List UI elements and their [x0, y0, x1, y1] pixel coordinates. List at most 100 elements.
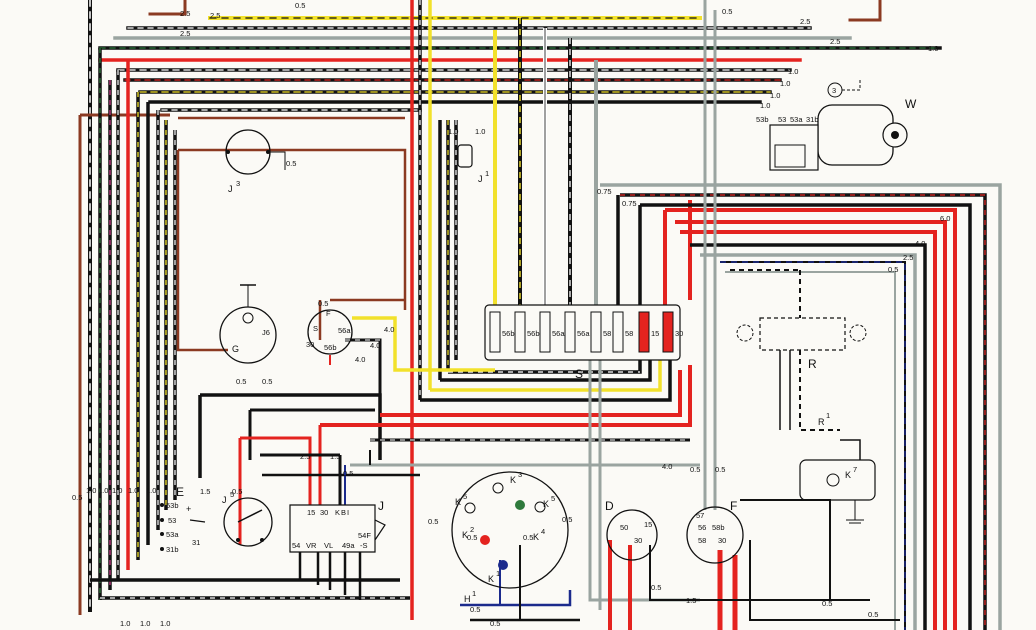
- starter-D-label: D: [605, 499, 614, 513]
- fuse-slot: [590, 311, 602, 353]
- wiper-motor-W: 3 W 53b 53 53a 31b: [756, 78, 917, 171]
- fuse-label: 56b: [502, 329, 515, 338]
- J5-sup: 5: [230, 490, 234, 499]
- J1-sup: 1: [485, 169, 489, 178]
- wire-gauge-label: 1.0: [86, 486, 96, 495]
- D-pin-30: 30: [634, 536, 642, 545]
- J3-sup: 3: [236, 179, 240, 188]
- wire-gauge-label: 0.75: [622, 199, 637, 208]
- wire-gauge-label: 1.0: [98, 486, 108, 495]
- wire-gauge-label: 2.5: [180, 29, 190, 38]
- center-bundle: [410, 0, 458, 620]
- wire-gauge-label: 0.5: [318, 299, 328, 308]
- fuse-slot: [514, 311, 526, 353]
- wiper-label: W: [905, 97, 917, 111]
- E-term-53a: 53a: [166, 530, 179, 539]
- wire-gauge-label: 0.5: [523, 533, 533, 542]
- E-term-31b: 31b: [166, 545, 179, 554]
- relay-term-S: S: [313, 324, 318, 333]
- wire-gauge-label: 0.5: [562, 515, 572, 524]
- J-bottom-pin-1: 54: [292, 541, 300, 550]
- wire-gauge-label: 1.0: [120, 619, 130, 628]
- K4-label: K: [533, 532, 539, 542]
- fuse-slot: [539, 311, 551, 353]
- lower-runs: [198, 350, 900, 630]
- fuse-slot: [564, 311, 576, 353]
- J-bottom-pin-5: -S: [360, 541, 368, 550]
- E-term-53: 53: [168, 516, 176, 525]
- wire-gauge-label: 0.5: [262, 377, 272, 386]
- wire-gauge-label: 4.0: [384, 325, 394, 334]
- relay-J-label: J: [378, 499, 384, 513]
- F-pin-56: 56: [698, 523, 706, 532]
- lamp-K7: K 7: [799, 439, 876, 524]
- wiper-terminal-3: 53a: [790, 115, 803, 124]
- wire-gauge-label: 0.5: [822, 599, 832, 608]
- H1-label: H: [464, 594, 471, 604]
- wire-gauge-label: 0.5: [236, 377, 246, 386]
- wire-gauge-label: 2.5: [830, 37, 840, 46]
- wire-gauge-label: 0.5: [651, 583, 661, 592]
- wire-gauge-label: 1.0: [448, 127, 458, 136]
- fuse-label: 15: [651, 329, 659, 338]
- F-pin-30: 30: [718, 536, 726, 545]
- switch-F-label: F: [730, 499, 737, 513]
- J6-label: J6: [262, 328, 270, 337]
- relay-R: R R 1: [730, 269, 867, 431]
- lamp-cluster: K 5 K 3 K 5 K 2 K 4 K 1 H 1: [451, 470, 569, 604]
- wire-gauge-label: 4.0: [915, 239, 925, 248]
- wire-gauge-label: 4.0: [355, 355, 365, 364]
- fuse-slot: [638, 311, 650, 353]
- wire-gauge-label: 0.5: [428, 517, 438, 526]
- wire-gauge-label: 6.0: [940, 214, 950, 223]
- wire-gauge-label: 1.0: [760, 101, 770, 110]
- F-pin-58: 58: [698, 536, 706, 545]
- D-pin-15: 15: [644, 520, 652, 529]
- relay-term-F: F: [326, 309, 331, 318]
- J5-label: J: [222, 495, 227, 505]
- relay-term-56a: 56a: [338, 326, 351, 335]
- wire-gauge-label: 0.5: [232, 487, 242, 496]
- wire-gauge-label: 1.0: [928, 44, 938, 53]
- gauge-J3: J 3: [225, 129, 286, 194]
- relay-R1-label: R: [818, 417, 825, 427]
- J-top-pin-3: K: [335, 508, 340, 517]
- relay-J: 15 30 K B I 54 VR VL 49a -S 54F J: [289, 499, 386, 600]
- K5a-sup: 5: [463, 492, 467, 501]
- starter-D: D 50 15 30: [605, 499, 658, 561]
- relay-term-56b: 56b: [324, 343, 337, 352]
- J-top-pin-5: I: [347, 508, 349, 517]
- relay-term-30: 30: [306, 340, 314, 349]
- K2-label: K: [462, 530, 468, 540]
- wiper-badge-number: 3: [832, 86, 836, 95]
- K3-sup: 3: [518, 470, 522, 479]
- J3-label: J: [228, 184, 233, 194]
- J-extra-54F: 54F: [358, 531, 371, 540]
- wire-gauge-label: 4.0: [662, 462, 672, 471]
- fuse-label: 56b: [527, 329, 540, 338]
- wire-gauge-label: 1.5: [200, 487, 210, 496]
- E-31: 31: [192, 538, 200, 547]
- wire-gauge-label: 1.0: [112, 486, 122, 495]
- D-pin-50: 50: [620, 523, 628, 532]
- wire-gauge-label: 1.0: [475, 127, 485, 136]
- wiper-terminal-4: 31b: [806, 115, 819, 124]
- wire-gauge-label: 2.5: [903, 253, 913, 262]
- fuse-label: 56a: [577, 329, 590, 338]
- wire-gauge-label: 0.5: [72, 493, 82, 502]
- switch-J5: J 5: [222, 490, 273, 547]
- wire-gauge-label: 0.5: [286, 159, 296, 168]
- fuse-label: 30: [675, 329, 683, 338]
- fuse-slot: [612, 311, 624, 353]
- K2-sup: 2: [470, 525, 474, 534]
- F-pin-58b: 58b: [712, 523, 725, 532]
- H1-sup: 1: [472, 589, 476, 598]
- wire-gauge-label: 0.5: [343, 469, 353, 478]
- K7-label: K: [845, 470, 851, 480]
- wire-gauge-label: 2.5: [800, 17, 810, 26]
- J-bottom-pin-4: 49a: [342, 541, 355, 550]
- J-top-pin-2: 30: [320, 508, 328, 517]
